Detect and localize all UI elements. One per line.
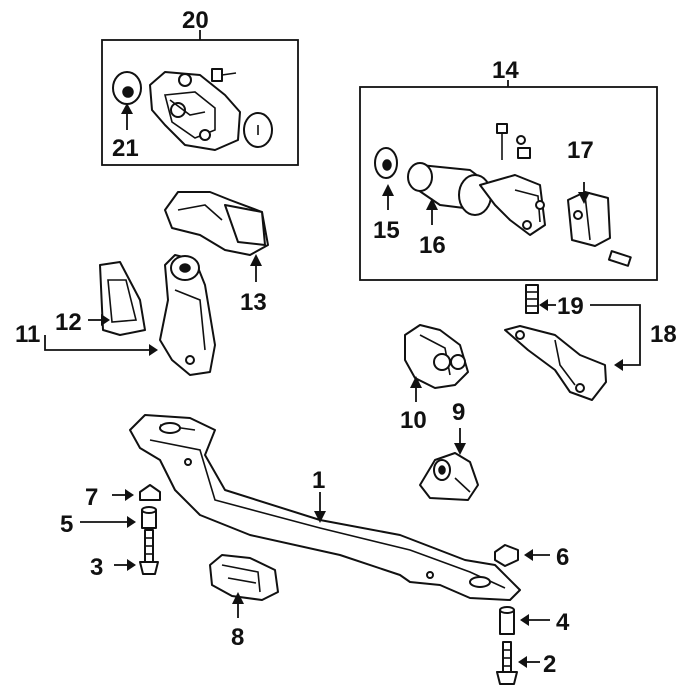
part-cap-20 xyxy=(243,112,273,148)
callout-17: 17 xyxy=(567,137,594,164)
part-16-cylinder xyxy=(407,162,546,236)
callout-8: 8 xyxy=(231,624,244,651)
part-17-pad xyxy=(567,191,611,247)
leader-9 xyxy=(454,428,466,455)
leader-5 xyxy=(80,516,136,528)
part-small-bolt-20 xyxy=(211,68,237,82)
part-11-mount-bracket xyxy=(159,254,216,376)
group-box-20 xyxy=(101,30,299,166)
callout-6: 6 xyxy=(556,544,569,571)
part-bolt-17 xyxy=(607,250,632,267)
leader-3 xyxy=(114,559,136,571)
part-4-spacer xyxy=(499,606,515,635)
callout-15: 15 xyxy=(373,217,400,244)
callout-3: 3 xyxy=(90,554,103,581)
callout-13: 13 xyxy=(240,289,267,316)
leader-2 xyxy=(518,656,540,668)
callout-11: 11 xyxy=(15,321,40,348)
part-6-nut xyxy=(494,544,519,567)
leader-12 xyxy=(88,314,110,326)
callout-14: 14 xyxy=(492,57,519,84)
part-9-mount xyxy=(419,452,479,501)
callout-2: 2 xyxy=(543,651,556,678)
leader-4 xyxy=(520,614,550,626)
part-21-washer xyxy=(112,71,142,105)
leader-21 xyxy=(121,103,133,130)
part-5-spacer xyxy=(141,506,157,529)
leader-11 xyxy=(44,335,158,356)
leader-17 xyxy=(578,182,590,204)
part-18-bracket xyxy=(504,325,607,401)
callout-16: 16 xyxy=(419,232,446,259)
part-15-bushing xyxy=(374,147,398,179)
part-10-mount xyxy=(404,324,469,389)
callout-12: 12 xyxy=(55,309,82,336)
leader-13 xyxy=(250,254,262,282)
part-1-crossmember xyxy=(129,414,521,601)
leader-19 xyxy=(539,299,556,311)
leader-8 xyxy=(232,592,244,618)
part-7-nut xyxy=(139,484,161,501)
callout-1: 1 xyxy=(312,467,325,494)
part-13-mount xyxy=(164,191,269,256)
callout-4: 4 xyxy=(556,609,570,636)
callout-19: 19 xyxy=(557,293,584,320)
leader-18 xyxy=(590,304,641,371)
part-3-bolt xyxy=(139,529,159,575)
part-bolt-14 xyxy=(496,123,508,160)
part-nut-14 xyxy=(516,135,531,159)
callout-7: 7 xyxy=(85,484,98,511)
part-12-plate xyxy=(99,261,146,336)
callout-9: 9 xyxy=(452,399,465,426)
leader-10 xyxy=(410,376,422,402)
part-2-bolt xyxy=(496,641,518,685)
callout-20: 20 xyxy=(182,7,209,34)
part-8-mount-pad xyxy=(209,554,279,601)
group-box-14 xyxy=(359,80,658,281)
leader-16 xyxy=(426,198,438,225)
leader-15 xyxy=(382,184,394,210)
part-upper-mount-bracket xyxy=(149,71,241,151)
callout-10: 10 xyxy=(400,407,427,434)
leader-1 xyxy=(314,492,326,523)
callout-5: 5 xyxy=(60,511,73,538)
callout-18: 18 xyxy=(650,321,677,348)
part-19-stud xyxy=(525,284,539,314)
callout-21: 21 xyxy=(112,135,139,162)
leader-7 xyxy=(112,489,134,501)
leader-6 xyxy=(524,549,550,561)
